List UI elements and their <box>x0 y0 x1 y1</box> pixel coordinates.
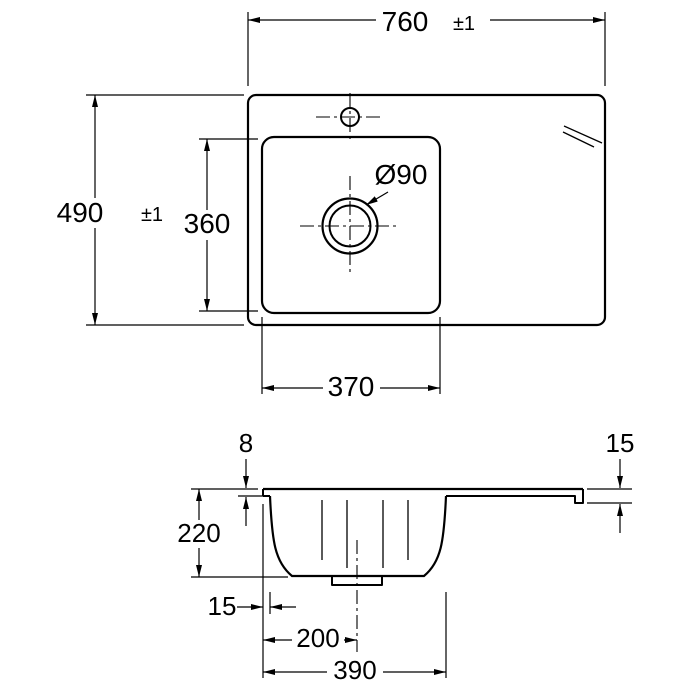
dim-edge-height-value: 15 <box>606 428 635 458</box>
sink-outline <box>246 93 607 327</box>
dim-overall-depth: 490 ±1 <box>50 94 244 326</box>
dim-bowl-depth: 220 <box>172 488 288 578</box>
dim-edge-height: 15 <box>587 428 634 533</box>
dim-bowl-height-value: 360 <box>184 208 231 239</box>
bowl-section <box>268 495 448 578</box>
dim-bowl-width-value: 370 <box>328 371 375 402</box>
dim-edge-to-bowl-value: 15 <box>208 591 237 621</box>
plan-view: 760 ±1 490 ±1 360 370 <box>50 6 607 402</box>
section-profile <box>262 487 584 586</box>
dim-overall-width-value: 760 <box>382 6 429 37</box>
section-view: 8 15 220 15 <box>172 428 634 685</box>
dim-overall-depth-tolerance: ±1 <box>141 204 163 226</box>
dim-edge-to-bowl: 15 <box>208 591 296 621</box>
dim-rim-thickness-value: 8 <box>239 428 253 458</box>
dim-overall-width-tolerance: ±1 <box>453 13 475 35</box>
dim-bowl-depth-value: 220 <box>177 518 220 548</box>
dim-bowl-height: 360 <box>180 138 258 312</box>
dim-bowl-width: 370 <box>261 317 441 402</box>
dim-bowl-outer-width: 390 <box>263 655 446 685</box>
dim-rim-thickness: 8 <box>238 428 263 526</box>
dim-drain-diameter-value: Ø90 <box>375 159 428 190</box>
drainboard-slope-lines <box>562 125 603 148</box>
tap-hole <box>316 93 384 141</box>
dim-edge-to-drain-value: 200 <box>296 623 339 653</box>
dim-overall-width: 760 ±1 <box>247 6 606 86</box>
drain-hole <box>300 176 400 276</box>
bowl-interior-lines <box>321 500 409 568</box>
dim-edge-to-drain: 200 <box>263 623 357 653</box>
dim-drain-diameter: Ø90 <box>365 159 428 206</box>
dim-overall-depth-value: 490 <box>57 197 104 228</box>
drainboard-underside <box>446 489 584 504</box>
bowl-outline <box>260 135 442 315</box>
dim-bowl-outer-width-value: 390 <box>333 655 376 685</box>
